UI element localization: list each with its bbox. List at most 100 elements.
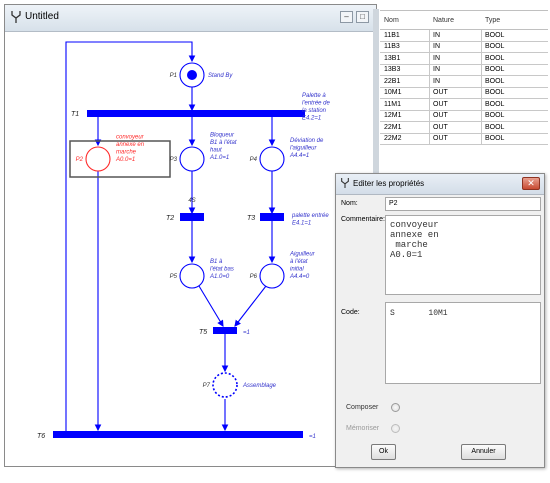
place-label-p6: P6 [250,274,258,280]
transition-t1-bar [87,110,305,117]
cell-nature: IN [430,64,482,75]
transition-t6-bar [53,431,303,438]
annuler-button[interactable]: Annuler [461,444,506,460]
cell-nom: 22B1 [380,76,430,87]
cell-type: BOOL [485,66,505,74]
place-p6 [259,263,285,289]
header-nom[interactable]: Nom [384,16,399,24]
transition-t5-bar [213,327,237,334]
minimize-button[interactable]: – [340,11,353,23]
cell-type: BOOL [485,89,505,97]
cell-nature: OUT [430,110,482,121]
selection-box [69,140,171,178]
code-textarea[interactable]: S 10M1 [385,302,541,384]
place-p2 [85,146,111,172]
header-nature[interactable]: Nature [433,16,455,24]
cell-type: BOOL [485,77,505,85]
place-p3 [179,146,205,172]
place-label-p7: P7 [203,383,211,389]
memoriser-label: Mémoriser [346,425,380,432]
cell-type: BOOL [485,43,505,51]
cell-nature: IN [430,41,482,52]
maximize-button[interactable]: □ [356,11,369,23]
transition-label-t2: T2 [166,215,174,222]
cell-type: BOOL [485,31,505,39]
dialog-app-icon [341,178,349,188]
cell-nature: OUT [430,122,482,133]
place-label-p3: P3 [170,157,178,163]
cell-nature: OUT [430,99,482,110]
ok-button[interactable]: Ok [371,444,396,460]
nom-input[interactable]: P2 [385,197,541,211]
cell-nom: 22M2 [380,133,430,144]
token [187,70,197,80]
commentaire-label: Commentaire: [341,216,385,223]
app-icon [11,11,21,23]
place-label-p2: P2 [76,157,84,163]
cell-nom: 13B3 [380,64,430,75]
window-titlebar[interactable]: Untitled – □ [5,5,376,32]
place-p4 [259,146,285,172]
memoriser-radio[interactable] [391,424,400,433]
place-description-p7: Assemblage [242,383,277,389]
cell-type: BOOL [485,135,505,143]
cell-type: BOOL [485,54,505,62]
cell-nature: IN [430,30,482,41]
composer-label: Composer [346,404,379,411]
cell-nom: 12M1 [380,110,430,121]
cell-nature: IN [430,53,482,64]
arc-p5-t5 [198,285,224,327]
cell-nature: IN [430,76,482,87]
header-type[interactable]: Type [485,16,501,24]
window-title: Untitled [25,11,59,22]
cell-nom: 10M1 [380,87,430,98]
cell-type: BOOL [485,123,505,131]
cell-nom: 13B1 [380,53,430,64]
transition-t3-bar [260,213,284,221]
composer-radio[interactable] [391,403,400,412]
dialog-close-button[interactable]: ✕ [522,177,540,190]
cell-type: BOOL [485,100,505,108]
transition-t2-bar [180,213,204,221]
place-p5 [179,263,205,289]
place-label-p5: P5 [170,274,178,280]
transition-label-t6: T6 [37,433,45,440]
place-p7 [212,372,238,398]
table-header: Nom Nature Type [380,11,548,30]
dialog-title: Editer les propriétés [353,179,425,188]
cell-nature: OUT [430,133,482,144]
arc-p6-t5 [234,285,267,327]
cell-nom: 11M1 [380,99,430,110]
commentaire-textarea[interactable]: convoyeur annexe en marche A0.0=1 [385,215,541,295]
cell-nature: OUT [430,87,482,98]
dialog-titlebar[interactable]: Editer les propriétés ✕ [336,174,544,195]
cell-nom: 11B3 [380,41,430,52]
cell-nom: 11B1 [380,30,430,41]
delay-label: 4S [188,198,195,204]
arc-t6-p1 [65,41,196,435]
code-label: Code: [341,309,360,316]
place-description-p1: Stand By [208,73,233,79]
place-label-p1: P1 [170,73,177,79]
properties-dialog: Editer les propriétés ✕ Nom: P2 Commenta… [335,173,545,468]
